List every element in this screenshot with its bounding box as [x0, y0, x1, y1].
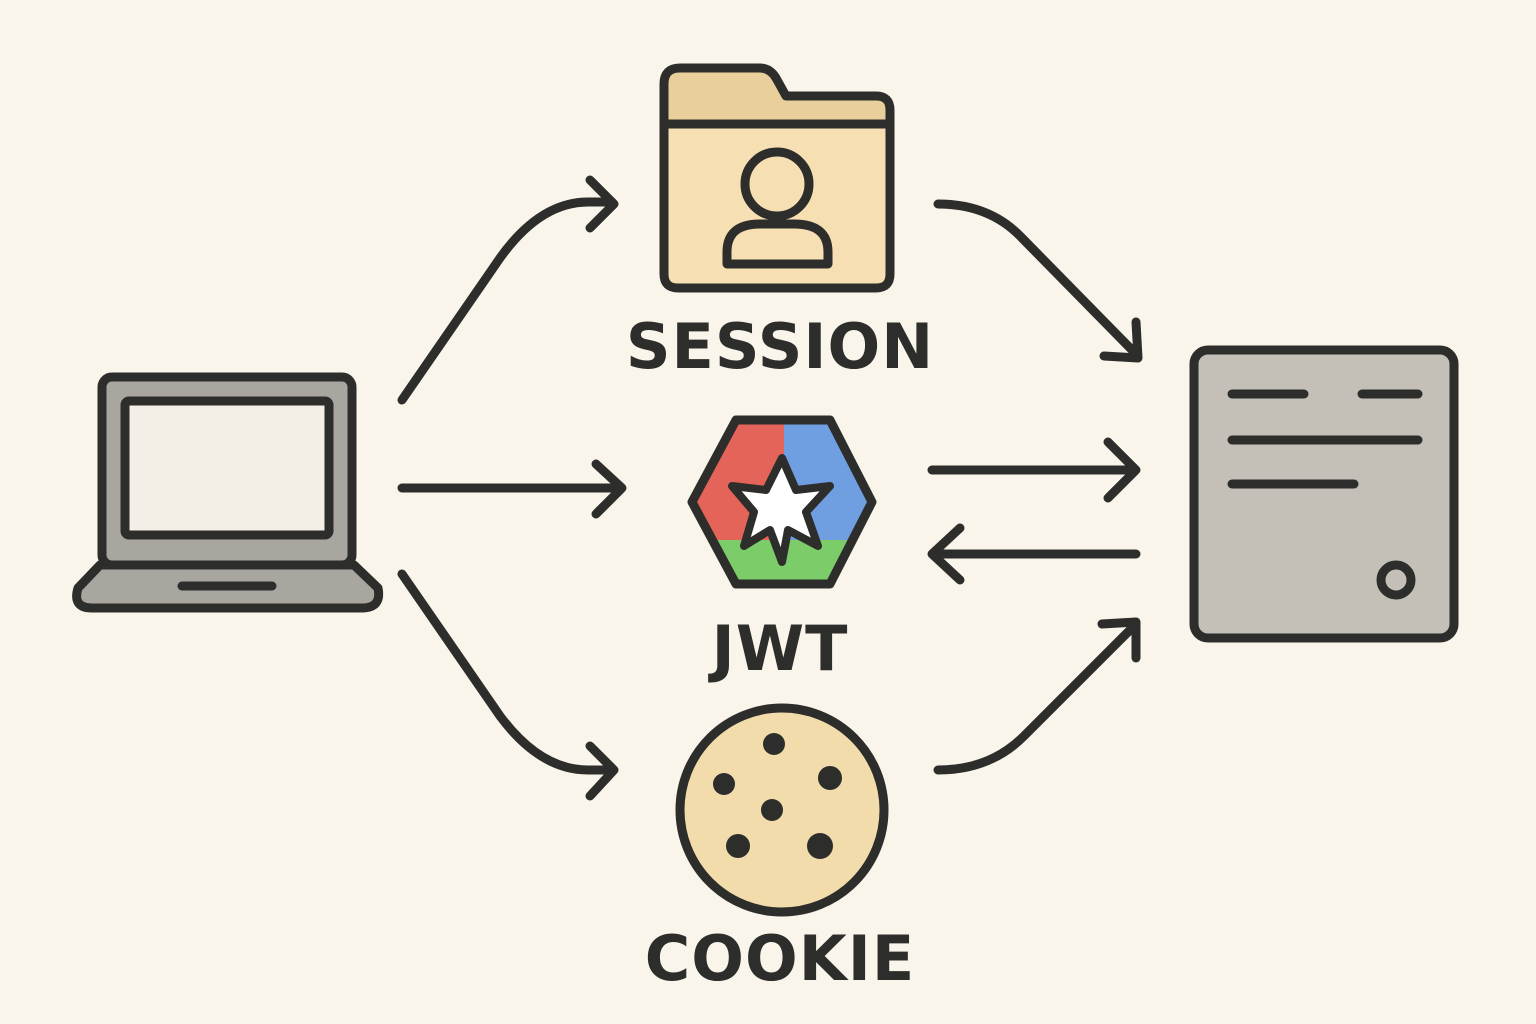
server-icon — [1189, 345, 1459, 643]
arrow-laptop-to-jwt — [397, 459, 627, 519]
jwt-label: JWT — [711, 612, 849, 685]
session-label: SESSION — [625, 310, 935, 383]
folder-user-icon — [659, 63, 895, 293]
arrow-jwt-to-server — [927, 437, 1141, 503]
hexagon-star-icon — [687, 415, 877, 589]
arrow-server-to-jwt — [927, 523, 1141, 585]
arrow-laptop-to-cookie — [397, 569, 619, 801]
cookie-label: COOKIE — [644, 922, 916, 995]
laptop-icon — [72, 372, 384, 613]
arrow-cookie-to-server — [933, 617, 1141, 775]
arrow-session-to-server — [933, 199, 1143, 363]
arrow-laptop-to-session — [397, 175, 619, 405]
cookie-icon — [675, 703, 889, 917]
